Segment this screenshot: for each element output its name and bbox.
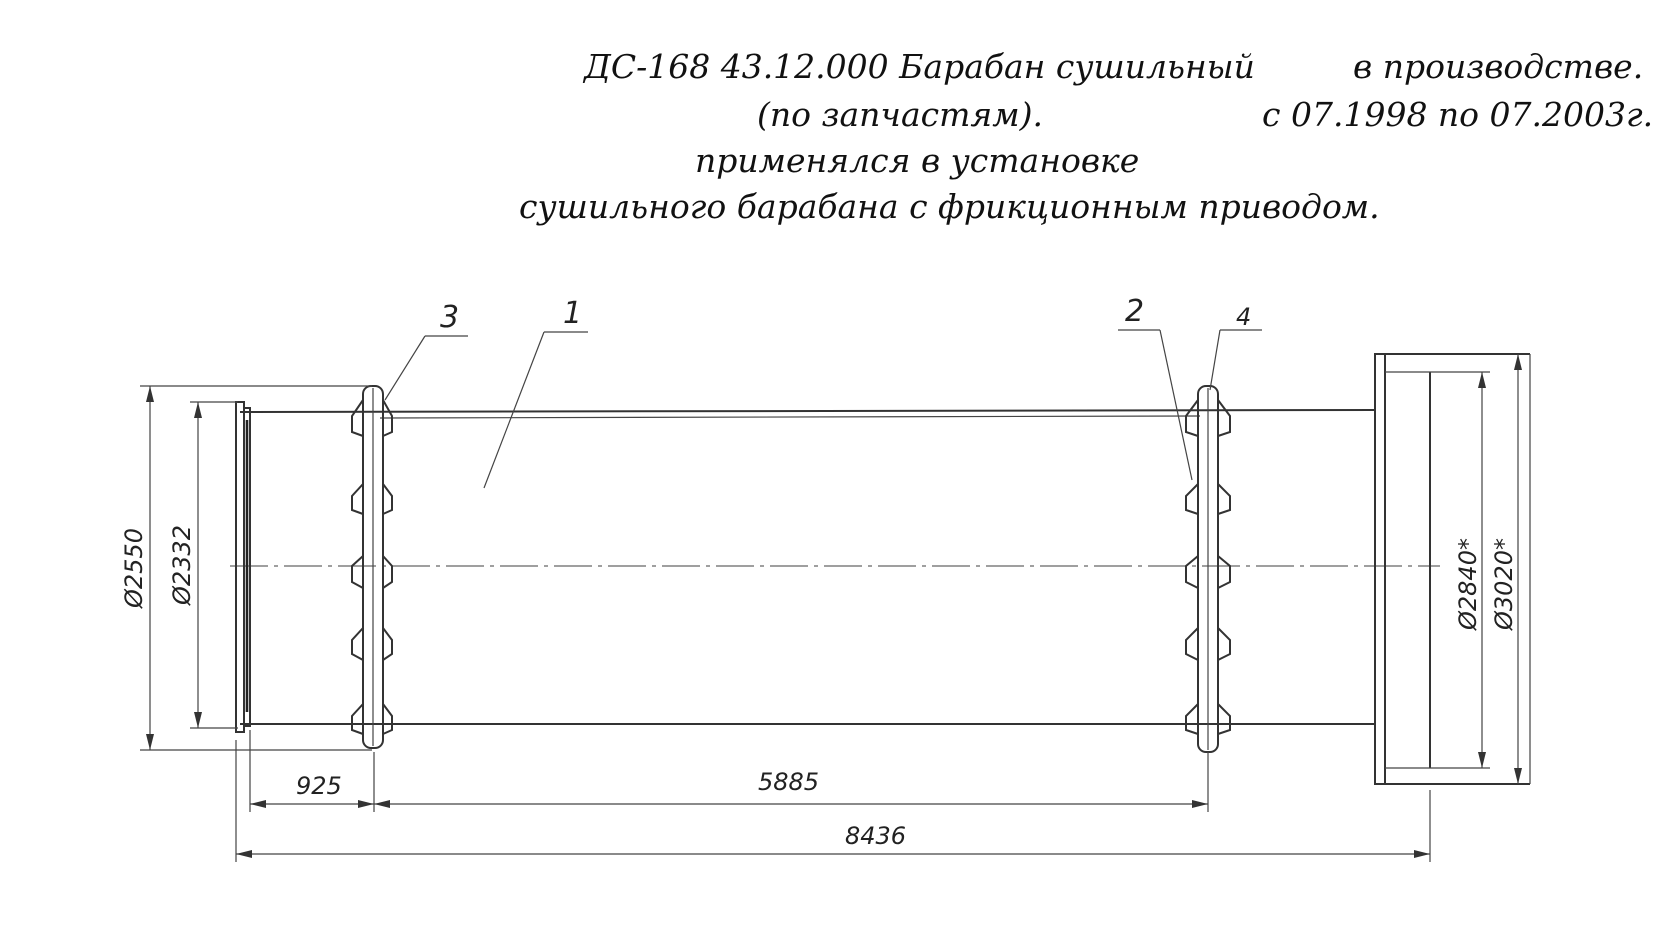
dim-left-outer-diameter: Ø2550 <box>120 528 148 609</box>
dim-length-925: 925 <box>296 772 342 800</box>
length-dimensions: 925 5885 8436 <box>235 730 1431 862</box>
usage-note-line2: сушильного барабана с фрикционным привод… <box>519 187 1380 226</box>
right-end-housing <box>1374 353 1530 785</box>
callout-leaders <box>384 329 1262 489</box>
callout-4: 4 <box>1236 303 1251 331</box>
dim-left-inner-diameter: Ø2332 <box>168 525 196 606</box>
left-tyre-ring <box>351 385 393 749</box>
dim-right-inner-diameter: Ø2840* <box>1454 538 1482 631</box>
drawing-subtitle: (по запчастям). <box>757 95 1043 134</box>
dim-length-8436: 8436 <box>845 822 906 850</box>
drawing-title: ДС-168 43.12.000 Барабан сушильный <box>584 47 1255 86</box>
usage-note-line1: применялся в установке <box>695 141 1140 180</box>
right-diameter-dimensions: Ø2840* Ø3020* <box>1430 354 1531 784</box>
callout-1: 1 <box>563 296 582 331</box>
production-status: в производстве. <box>1353 47 1644 86</box>
callout-2: 2 <box>1125 294 1144 329</box>
production-period: с 07.1998 по 07.2003г. <box>1262 95 1654 134</box>
dim-right-outer-diameter: Ø3020* <box>1490 538 1518 631</box>
left-diameter-dimensions: Ø2550 Ø2332 <box>120 385 372 751</box>
callout-3: 3 <box>440 300 459 335</box>
dim-length-5885: 5885 <box>758 768 819 796</box>
right-tyre-ring <box>1185 385 1231 753</box>
left-flange <box>235 401 251 733</box>
drum-shell <box>239 409 1376 725</box>
